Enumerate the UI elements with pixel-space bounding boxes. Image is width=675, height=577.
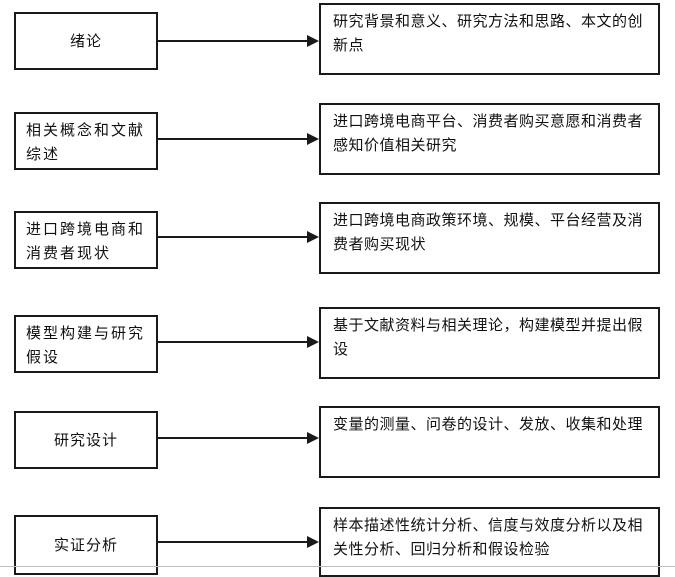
stage-label-1: 相关概念和文献综述 [26, 121, 146, 163]
content-text-2: 进口跨境电商政策环境、规模、平台经营及消费者购买现状 [333, 211, 644, 253]
arrow-3 [158, 336, 319, 348]
arrow-4 [158, 432, 319, 444]
content-text-3: 基于文献资料与相关理论，构建模型并提出假设 [333, 316, 644, 358]
content-text-0: 研究背景和意义、研究方法和思路、本文的创新点 [333, 12, 644, 54]
stage-label-0: 绪论 [69, 32, 102, 50]
stage-box-1: 相关概念和文献综述 [14, 112, 158, 170]
content-box-4: 变量的测量、问卷的设计、发放、收集和处理 [319, 406, 660, 478]
stage-box-2: 进口跨境电商和消费者现状 [14, 211, 158, 269]
stage-box-0: 绪论 [14, 12, 158, 70]
stage-label-2: 进口跨境电商和消费者现状 [26, 220, 146, 262]
arrow-1 [158, 133, 319, 145]
content-box-1: 进口跨境电商平台、消费者购买意愿和消费者感知价值相关研究 [319, 103, 660, 175]
content-text-1: 进口跨境电商平台、消费者购买意愿和消费者感知价值相关研究 [333, 112, 644, 154]
stage-label-4: 研究设计 [53, 431, 118, 449]
arrow-5 [158, 536, 319, 548]
content-text-4: 变量的测量、问卷的设计、发放、收集和处理 [333, 415, 644, 433]
content-box-3: 基于文献资料与相关理论，构建模型并提出假设 [319, 307, 660, 379]
content-box-2: 进口跨境电商政策环境、规模、平台经营及消费者购买现状 [319, 202, 660, 274]
stage-box-5: 实证分析 [14, 515, 158, 575]
stage-label-5: 实证分析 [53, 536, 118, 554]
page-bottom-divider [0, 566, 675, 567]
stage-label-3: 模型构建与研究假设 [26, 324, 146, 366]
stage-box-4: 研究设计 [14, 411, 158, 469]
content-box-0: 研究背景和意义、研究方法和思路、本文的创新点 [319, 3, 660, 75]
arrow-2 [158, 231, 319, 243]
content-text-5: 样本描述性统计分析、信度与效度分析以及相关性分析、回归分析和假设检验 [333, 516, 644, 558]
stage-box-3: 模型构建与研究假设 [14, 315, 158, 373]
arrow-0 [158, 35, 319, 47]
